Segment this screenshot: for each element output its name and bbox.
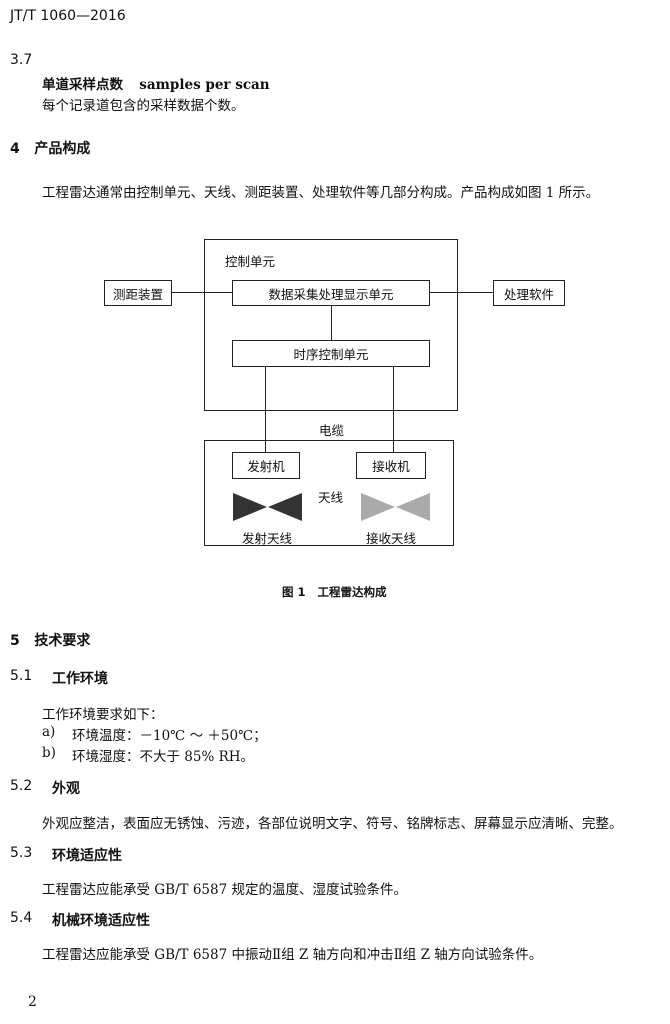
section-5-2-number: 5.2 — [10, 778, 33, 794]
term-zh: 单道采样点数 — [42, 77, 123, 93]
link-data-to-software — [430, 292, 493, 293]
section-5-1-number: 5.1 — [10, 668, 33, 684]
standard-number: JT/T 1060—2016 — [10, 8, 126, 24]
section-5-1-title: 工作环境 — [52, 671, 108, 687]
section-5-3-text: 工程雷达应能承受 GB/T 6587 规定的温度、湿度试验条件。 — [42, 882, 407, 898]
control-unit-frame — [204, 239, 458, 411]
section-5-3-number: 5.3 — [10, 845, 33, 861]
page-number: 2 — [28, 994, 37, 1010]
transmitter-box: 发射机 — [232, 452, 300, 479]
section-4-heading: 4 产品构成 — [10, 141, 91, 157]
section-3-7-definition: 每个记录道包含的采样数据个数。 — [42, 98, 245, 114]
data-acquisition-unit-box: 数据采集处理显示单元 — [232, 280, 430, 306]
antenna-frame — [204, 440, 454, 546]
link-timing-to-receiver — [393, 367, 394, 452]
list-item-b-text: 环境湿度：不大于 85% RH。 — [72, 749, 255, 765]
section-3-7-number: 3.7 — [10, 52, 33, 68]
receive-antenna-icon — [361, 493, 430, 521]
processing-software-box: 处理软件 — [493, 280, 565, 306]
list-item-a-text: 环境温度：－10℃ ～ ＋50℃； — [72, 728, 267, 744]
section-5-2-title: 外观 — [52, 781, 80, 797]
cable-label: 电缆 — [319, 423, 345, 438]
figure-1-caption: 图 1 工程雷达构成 — [282, 585, 387, 599]
section-5-2-text: 外观应整洁，表面应无锈蚀、污迹，各部位说明文字、符号、铭牌标志、屏幕显示应清晰、… — [42, 816, 623, 832]
section-5-4-text: 工程雷达应能承受 GB/T 6587 中振动Ⅱ组 Z 轴方向和冲击Ⅱ组 Z 轴方… — [42, 947, 543, 963]
link-timing-to-transmitter — [265, 367, 266, 452]
section-5-4-number: 5.4 — [10, 910, 33, 926]
section-5-4-title: 机械环境适应性 — [52, 913, 150, 929]
ranging-device-box: 测距装置 — [104, 280, 172, 306]
list-item-b-marker: b) — [42, 745, 56, 761]
control-unit-label: 控制单元 — [225, 254, 276, 269]
term-en: samples per scan — [139, 77, 270, 93]
receive-antenna-label: 接收天线 — [366, 531, 417, 546]
section-3-7-term-line: 单道采样点数 samples per scan — [42, 73, 270, 93]
timing-control-unit-box: 时序控制单元 — [232, 340, 430, 367]
antenna-label: 天线 — [318, 490, 344, 505]
section-5-heading: 5 技术要求 — [10, 633, 91, 649]
transmit-antenna-icon — [233, 493, 302, 521]
section-5-1-intro: 工作环境要求如下： — [42, 707, 164, 723]
list-item-a-marker: a) — [42, 724, 56, 740]
link-data-to-timing — [331, 305, 332, 340]
receiver-box: 接收机 — [356, 452, 426, 479]
section-4-text: 工程雷达通常由控制单元、天线、测距装置、处理软件等几部分构成。产品构成如图 1 … — [42, 185, 600, 201]
link-ranging-to-data — [172, 292, 232, 293]
transmit-antenna-label: 发射天线 — [242, 531, 293, 546]
section-5-3-title: 环境适应性 — [52, 848, 122, 864]
